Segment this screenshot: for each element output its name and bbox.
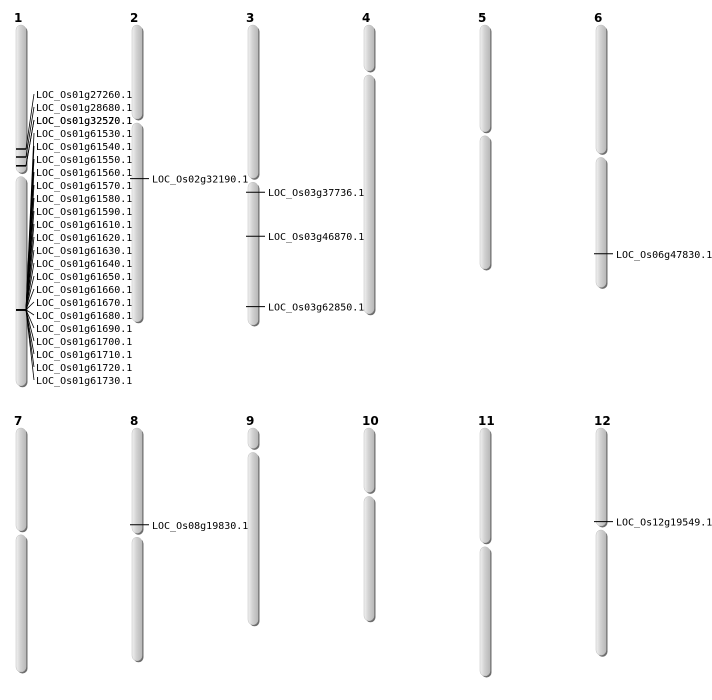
- chromosome-q-arm: [131, 536, 143, 662]
- chromosome-p-arm: [595, 427, 607, 527]
- gene-label: LOC_Os01g61630.1: [36, 246, 132, 257]
- chromosome-p-arm: [363, 24, 375, 72]
- chromosome-number: 3: [246, 11, 254, 25]
- chromosome-q-arm: [363, 74, 375, 315]
- gene-label: LOC_Os01g61670.1: [36, 298, 132, 309]
- chromosome-p-arm: [479, 24, 491, 133]
- gene-label: LOC_Os01g61690.1: [36, 324, 132, 335]
- chromosome-number: 12: [594, 414, 611, 428]
- gene-label: LOC_Os06g47830.1: [616, 250, 712, 261]
- gene-label: LOC_Os01g61560.1: [36, 168, 132, 179]
- gene-connector: [25, 119, 35, 166]
- gene-label: LOC_Os01g61530.1: [36, 129, 132, 140]
- gene-connector: [25, 309, 35, 316]
- chromosome-3: 3LOC_Os03g37736.1LOC_Os03g46870.1LOC_Os0…: [246, 11, 364, 327]
- chromosome-number: 4: [362, 11, 370, 25]
- gene-label: LOC_Os01g61550.1: [36, 155, 132, 166]
- chromosome-number: 11: [478, 414, 495, 428]
- gene-label: LOC_Os01g61730.1: [36, 376, 132, 387]
- chromosome-q-arm: [595, 529, 607, 656]
- gene-label: LOC_Os01g61540.1: [36, 142, 132, 153]
- chromosome-10: 10: [362, 414, 379, 623]
- gene-label: LOC_Os01g61650.1: [36, 272, 132, 283]
- gene-label: LOC_Os01g61610.1: [36, 220, 132, 231]
- gene-label: LOC_Os03g62850.1: [268, 303, 364, 314]
- gene-label: LOC_Os01g61640.1: [36, 259, 132, 270]
- gene-label: LOC_Os03g37736.1: [268, 188, 364, 199]
- gene-connector: [25, 309, 35, 381]
- gene-connector: [25, 262, 35, 310]
- gene-label: LOC_Os03g46870.1: [268, 232, 364, 243]
- chromosomes: 1LOC_Os01g27260.1LOC_Os01g28680.1LOC_Os0…: [14, 11, 712, 678]
- chromosome-q-arm: [131, 122, 143, 323]
- chromosome-q-arm: [363, 496, 375, 622]
- chromosome-11: 11: [478, 414, 495, 678]
- gene-label: LOC_Os01g61700.1: [36, 337, 132, 348]
- chromosome-4: 4: [362, 11, 376, 316]
- gene-label: LOC_Os01g61590.1: [36, 207, 132, 218]
- chromosome-number: 2: [130, 11, 138, 25]
- chromosome-9: 9: [246, 414, 260, 627]
- gene-connector: [25, 288, 35, 310]
- gene-label: LOC_Os12g19549.1: [616, 518, 712, 529]
- chromosome-p-arm: [131, 427, 143, 534]
- gene-label: LOC_Os01g32520.1: [36, 116, 132, 127]
- chromosome-number: 5: [478, 11, 486, 25]
- chromosome-number: 1: [14, 11, 22, 25]
- gene-label: LOC_Os02g32190.1: [152, 175, 248, 186]
- chromosome-p-arm: [15, 427, 27, 532]
- gene-connector: [25, 301, 35, 311]
- gene-label: LOC_Os01g61680.1: [36, 311, 132, 322]
- gene-label: LOC_Os08g19830.1: [152, 521, 248, 532]
- chromosome-number: 7: [14, 414, 22, 428]
- chromosome-q-arm: [247, 181, 259, 326]
- chromosome-q-arm: [15, 534, 27, 673]
- chromosome-number: 6: [594, 11, 602, 25]
- chromosome-q-arm: [595, 157, 607, 288]
- gene-label: LOC_Os01g61620.1: [36, 233, 132, 244]
- chromosome-p-arm: [15, 24, 27, 173]
- chromosome-number: 9: [246, 414, 254, 428]
- gene-label: LOC_Os01g27260.1: [36, 90, 132, 101]
- chromosome-q-arm: [15, 176, 27, 387]
- chromosome-p-arm: [595, 24, 607, 154]
- chromosome-p-arm: [247, 24, 259, 179]
- gene-label: LOC_Os01g28680.1: [36, 103, 132, 114]
- gene-label: LOC_Os01g32570.1: [36, 116, 132, 127]
- chromosome-q-arm: [479, 546, 491, 677]
- chromosome-q-arm: [247, 452, 259, 626]
- gene-label: LOC_Os01g61720.1: [36, 363, 132, 374]
- chromosome-p-arm: [479, 427, 491, 544]
- gene-connector: [25, 309, 35, 329]
- chromosome-5: 5: [478, 11, 492, 271]
- chromosome-7: 7: [14, 414, 28, 674]
- chromosome-p-arm: [363, 427, 375, 493]
- gene-connector: [25, 93, 35, 150]
- chromosome-1: 1LOC_Os01g27260.1LOC_Os01g28680.1LOC_Os0…: [14, 11, 132, 388]
- gene-label: LOC_Os01g61660.1: [36, 285, 132, 296]
- gene-label: LOC_Os01g61570.1: [36, 181, 132, 192]
- chromosome-number: 10: [362, 414, 379, 428]
- chromosome-p-arm: [131, 24, 143, 120]
- chromosome-q-arm: [479, 135, 491, 270]
- gene-connector: [25, 275, 35, 310]
- chromosome-number: 8: [130, 414, 138, 428]
- gene-connector: [25, 106, 35, 158]
- gene-label: LOC_Os01g61710.1: [36, 350, 132, 361]
- chromosome-p-arm: [247, 427, 259, 449]
- gene-label: LOC_Os01g61580.1: [36, 194, 132, 205]
